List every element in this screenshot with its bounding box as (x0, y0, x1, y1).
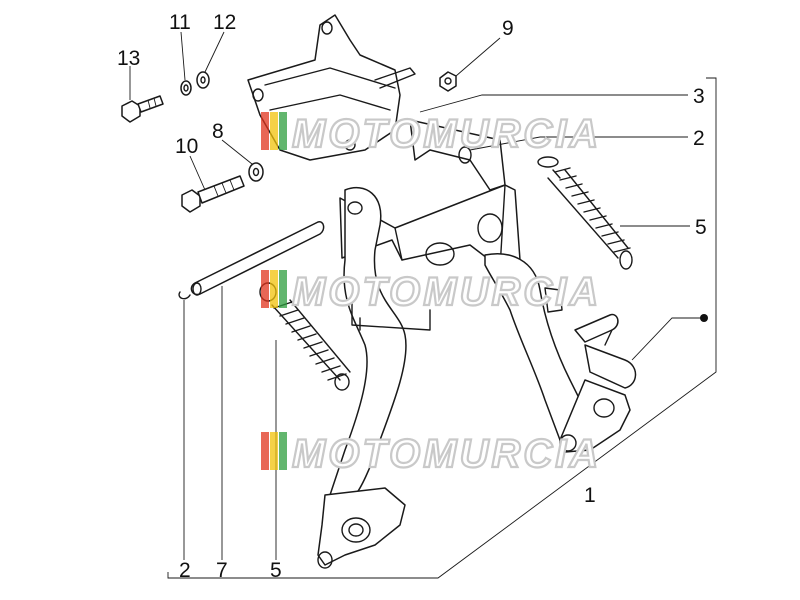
label-part-13: 13 (117, 47, 140, 70)
label-part-9: 9 (502, 17, 514, 40)
reference-bracket (167, 77, 717, 579)
label-part-2-bottom: 2 (179, 559, 191, 582)
pivot-pin (190, 221, 325, 296)
label-part-10: 10 (175, 135, 198, 158)
watermark-text-top: MOTOMURCIA (292, 112, 601, 156)
nut-9 (439, 71, 457, 92)
label-part-5-right: 5 (695, 216, 707, 239)
watermark-bottom: MOTOMURCIA (261, 431, 601, 477)
spring-right (537, 156, 633, 270)
label-part-12: 12 (213, 11, 236, 34)
washer-8 (248, 162, 264, 182)
bolt-10 (181, 175, 245, 213)
reference-dot (700, 314, 708, 322)
watermark-text-middle: MOTOMURCIA (292, 270, 601, 314)
label-part-3: 3 (693, 85, 705, 108)
label-part-8: 8 (212, 120, 224, 143)
leader-lines (129, 31, 708, 560)
watermark-text-bottom: MOTOMURCIA (292, 432, 601, 476)
washer-11 (180, 80, 192, 96)
watermark-top: MOTOMURCIA (261, 111, 601, 157)
label-part-5-bottom: 5 (270, 559, 282, 582)
watermark-middle: MOTOMURCIA (261, 269, 601, 315)
label-part-7: 7 (216, 559, 228, 582)
center-stand-frame (317, 119, 637, 569)
label-part-11: 11 (169, 11, 191, 34)
part-labels: 13 11 12 9 3 2 8 10 5 1 2 7 5 (117, 11, 707, 582)
bolt-13 (121, 95, 164, 123)
circlip (178, 291, 191, 300)
label-part-2-top: 2 (693, 127, 705, 150)
washer-12 (196, 71, 210, 89)
label-part-1: 1 (584, 484, 596, 507)
